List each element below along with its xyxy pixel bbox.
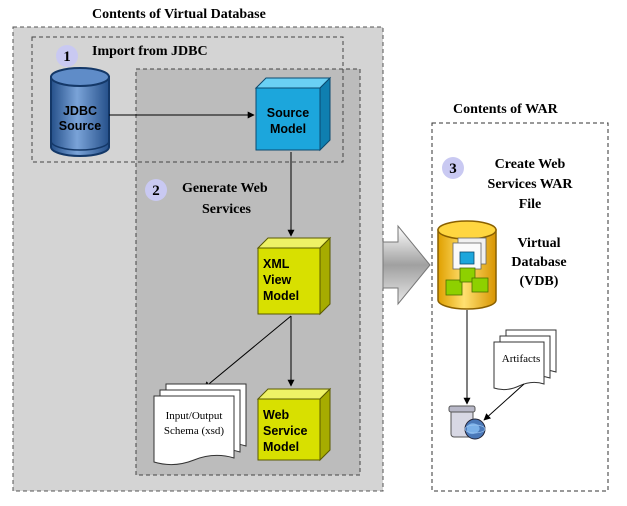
- vdb-section-heading: Contents of Virtual Database: [92, 7, 266, 22]
- vdb-label-2: Database: [511, 255, 566, 270]
- web-service-model-label-2: Service: [263, 424, 308, 438]
- xml-view-model-label-1: XML: [263, 257, 290, 271]
- web-service-globe-icon: [448, 405, 486, 440]
- step1-badge: 1: [56, 45, 78, 67]
- web-service-model-label-3: Model: [263, 440, 299, 454]
- artifacts-document-stack: Artifacts: [493, 329, 557, 391]
- step2-title-2: Services: [202, 202, 252, 217]
- step1-number: 1: [63, 49, 71, 65]
- step3-title-1: Create Web: [495, 157, 566, 172]
- xml-view-model-label-3: Model: [263, 289, 299, 303]
- arrow-xml-view-to-schema: [203, 315, 292, 389]
- step2-badge: 2: [145, 179, 167, 201]
- jdbc-source-label-2: Source: [59, 119, 101, 133]
- step1-title: Import from JDBC: [92, 44, 208, 59]
- source-model-label-1: Source: [267, 106, 309, 120]
- artifacts-label: Artifacts: [502, 353, 540, 365]
- arrow-artifacts-to-web-service: [483, 383, 525, 421]
- source-model-cube: Source Model: [254, 76, 332, 152]
- step2-number: 2: [152, 183, 160, 199]
- web-service-model-label-1: Web: [263, 408, 290, 422]
- vdb-label-1: Virtual: [517, 236, 560, 251]
- source-model-label-2: Model: [270, 122, 306, 136]
- schema-label-2: Schema (xsd): [164, 425, 225, 437]
- step3-number: 3: [449, 161, 457, 177]
- web-service-model-cube: Web Service Model: [256, 387, 332, 462]
- step3-badge: 3: [442, 157, 464, 179]
- schema-document-stack: Input/Output Schema (xsd): [153, 383, 247, 466]
- step2-title-1: Generate Web: [182, 181, 268, 196]
- xml-view-model-cube: XML View Model: [256, 236, 332, 316]
- jdbc-source-label-1: JDBC: [63, 104, 97, 118]
- transfer-arrow: [382, 224, 431, 306]
- schema-label-1: Input/Output: [166, 410, 223, 422]
- step3-title-2: Services WAR: [488, 177, 574, 192]
- jdbc-source-cylinder: JDBC Source: [50, 67, 110, 157]
- vdb-cylinder: [437, 220, 497, 310]
- xml-view-model-label-2: View: [263, 273, 292, 287]
- step1-region: [31, 36, 344, 163]
- war-section-heading: Contents of WAR: [453, 102, 559, 117]
- step3-title-3: File: [519, 197, 542, 212]
- vdb-label-3: (VDB): [520, 274, 559, 289]
